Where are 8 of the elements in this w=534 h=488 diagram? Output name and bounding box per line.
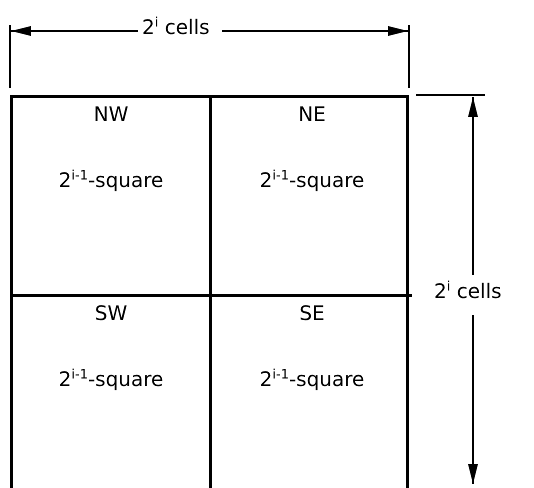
quadrant-size-label: 2$^{i-1}$-square — [58, 168, 164, 192]
quadrant-size-label: 2$^{i-1}$-square — [258, 367, 366, 391]
quadrant-name: SE — [298, 301, 326, 325]
quadrant-name: NW — [92, 102, 130, 126]
quadrant-size-label: 2$^{i-1}$-square — [258, 168, 366, 192]
quadrant-size-label: 2$^{i-1}$-square — [58, 367, 164, 391]
quadrant-name: SW — [94, 301, 128, 325]
quadrant-name: NE — [297, 102, 327, 126]
